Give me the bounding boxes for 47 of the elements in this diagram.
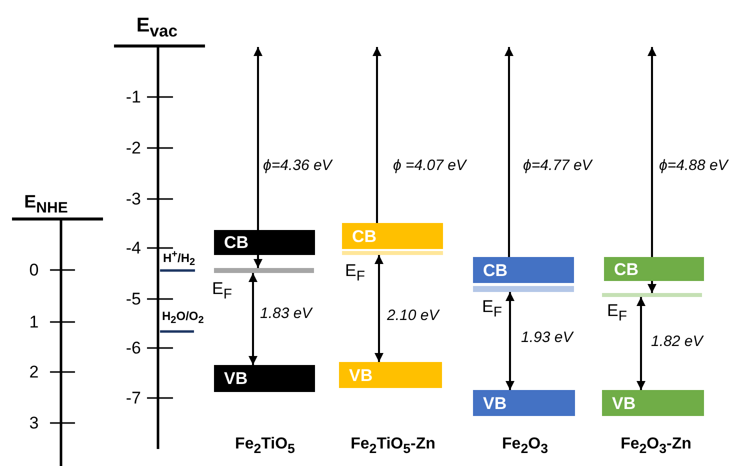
tick-label: -3 <box>126 190 141 208</box>
arrow <box>248 273 258 365</box>
edge-label: ϕ =4.07 eV <box>392 157 467 174</box>
energy-band-box: VB <box>214 365 315 392</box>
energy-band-box: VB <box>602 390 704 416</box>
arrow <box>372 47 382 223</box>
tick-label: 2 <box>29 364 39 380</box>
fermi-level-bar <box>342 251 443 255</box>
tick-label: -4 <box>126 240 141 256</box>
edge-label: ϕ=4.77 eV <box>522 157 593 174</box>
tick-label: 1 <box>29 314 39 330</box>
fermi-level-label: E$_{F}$ <box>607 302 627 324</box>
tick-label: 0 <box>29 262 39 278</box>
fermi-level-bar <box>602 293 702 297</box>
energy-band-box: CB <box>604 257 704 281</box>
fermi-level-label: E$_{F}$ <box>482 298 502 320</box>
arrow <box>254 47 262 268</box>
fermi-level-bar <box>214 268 314 273</box>
tick-label: -5 <box>126 290 141 308</box>
arrow <box>636 297 646 390</box>
fermi-level-label: E$_{F}$ <box>345 262 365 284</box>
tick-label: -2 <box>126 140 141 156</box>
edge-label: ϕ=4.36 eV <box>262 157 333 174</box>
energy-band-box: CB <box>342 223 443 249</box>
fermi-level-bar <box>473 286 574 292</box>
arrow <box>506 292 514 390</box>
material-label: Fe$_{2}$TiO$_{5}$-Zn <box>350 436 436 456</box>
edge-label: ϕ=4.88 eV <box>658 157 729 174</box>
fermi-level-label: E$_{F}$ <box>212 280 232 302</box>
material-label: Fe$_{2}$TiO$_{5}$ <box>235 436 295 456</box>
material-label: Fe$_{2}$O$_{3}$ <box>502 436 548 456</box>
axis-title: E$_{NHE}$ <box>24 192 68 216</box>
tick-label: 3 <box>29 414 39 432</box>
energy-band-box: CB <box>473 257 574 283</box>
tick-label: -6 <box>126 340 141 356</box>
tick-label: -7 <box>126 390 141 406</box>
redox-label: H$^{+}$/H$_{2}$ <box>163 250 196 268</box>
energy-band-box: VB <box>473 390 575 416</box>
redox-label: H$_{2}$O/O$_{2}$ <box>162 310 204 326</box>
tick-label: -1 <box>126 88 141 106</box>
arrow <box>374 255 384 362</box>
energy-band-box: CB <box>214 230 315 255</box>
energy-band-box: VB <box>339 362 442 388</box>
axis-title: E$_{vac}$ <box>136 16 178 40</box>
arrow <box>648 47 656 293</box>
material-label: Fe$_{2}$O$_{3}$-Zn <box>620 436 692 456</box>
arrow <box>504 47 514 257</box>
